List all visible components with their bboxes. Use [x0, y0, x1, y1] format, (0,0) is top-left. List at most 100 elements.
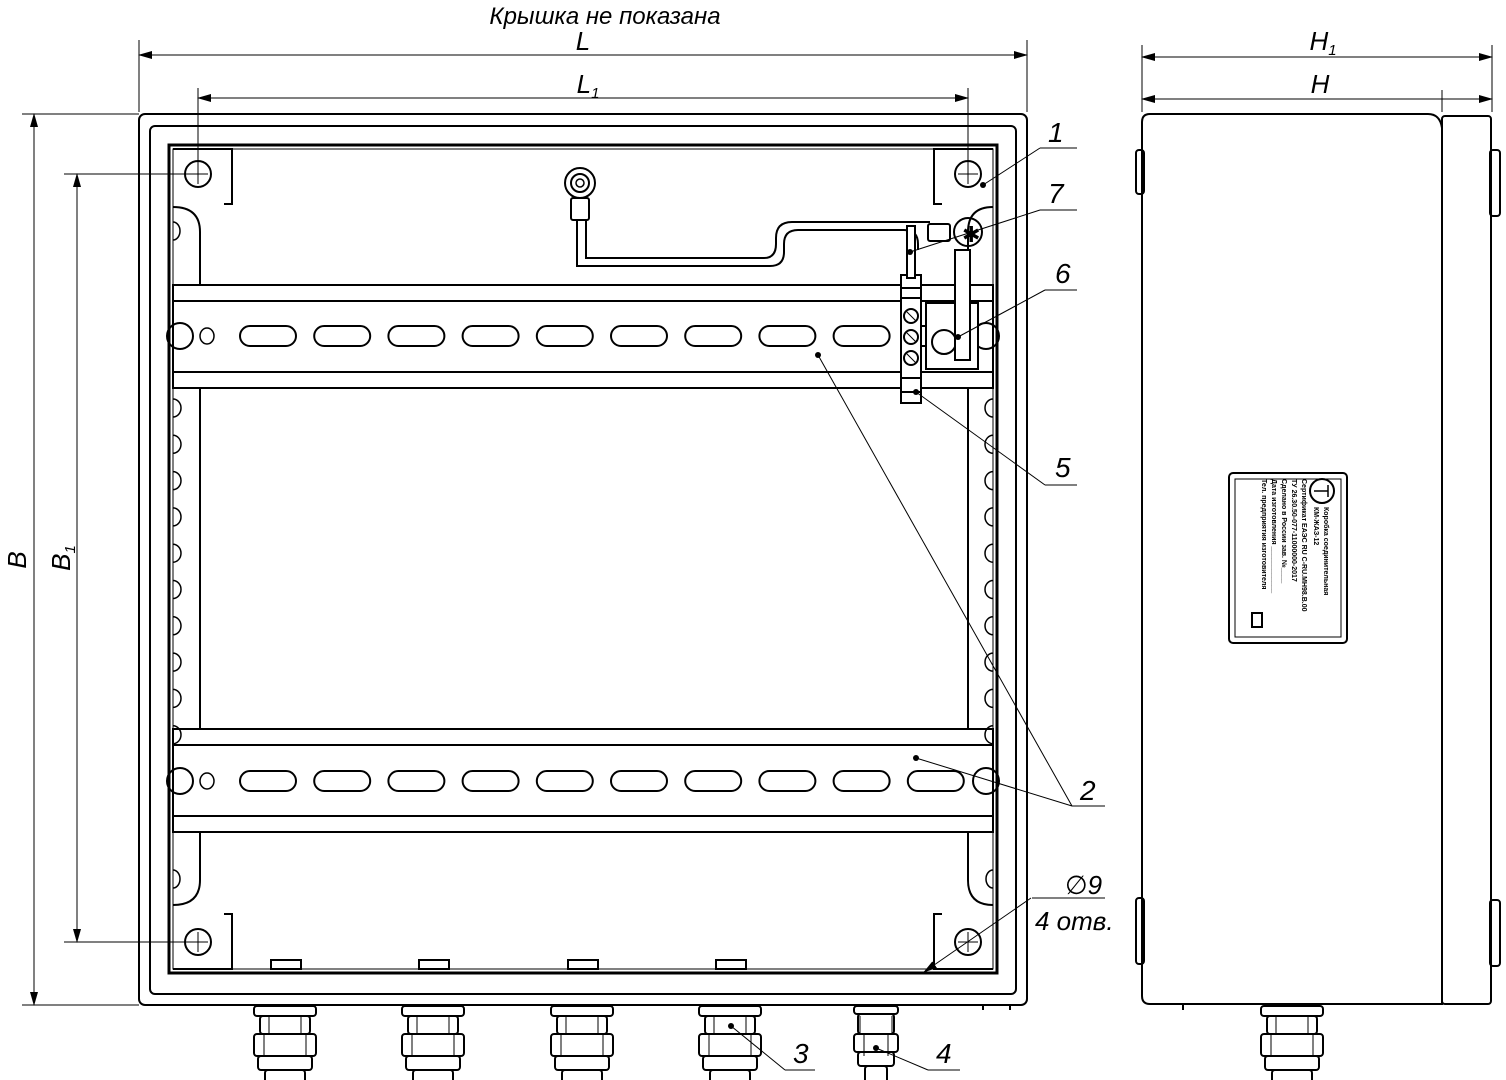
gland-segment — [407, 1015, 459, 1035]
dimension-H-label: H — [1311, 69, 1330, 99]
gland-segment — [401, 1033, 465, 1057]
nameplate: Коробка соединительная КМ-ЖАЗ-12 Сертифи… — [1228, 472, 1348, 644]
din-rail-top — [166, 284, 1000, 389]
din-rail-slot — [758, 770, 817, 792]
perforation-hole — [172, 398, 182, 418]
mounting-plate-left-rail — [172, 206, 201, 906]
gland-segment — [405, 1055, 461, 1071]
callout-5-label: 5 — [1055, 452, 1071, 483]
perforation-hole — [984, 579, 994, 600]
dimension-B: B — [2, 113, 139, 1006]
enclosure-front-view — [138, 113, 1028, 1010]
gland-segment — [259, 1015, 311, 1035]
mounting-pad-top-left — [173, 148, 233, 205]
callout-6-label: 6 — [1055, 258, 1071, 289]
din-rail-slot — [758, 325, 817, 347]
din-rail-bottom — [166, 728, 1000, 833]
perforation-hole — [172, 434, 182, 455]
dimension-L1-subscript: 1 — [591, 85, 599, 102]
gland-segment — [401, 1005, 465, 1017]
din-rail-slot — [610, 325, 668, 347]
din-rail-slot — [535, 325, 594, 347]
perforation-hole — [984, 434, 994, 455]
gland-segment — [1260, 1005, 1324, 1017]
perforation-hole — [984, 507, 994, 527]
din-rail-slot — [610, 770, 668, 792]
gland-segment — [698, 1005, 762, 1017]
din-rail-slot — [684, 770, 743, 792]
cable-gland — [401, 1005, 465, 1080]
svg-text:H1: H1 — [1309, 26, 1336, 59]
mounting-pad-bottom-left — [173, 913, 233, 970]
callout-2: 2 — [815, 352, 1105, 807]
mounting-pad-top-right — [933, 148, 993, 205]
callout-3: 3 — [728, 1023, 815, 1071]
mounting-plate-right-perforation — [984, 398, 994, 745]
cable-gland-side — [1260, 1005, 1324, 1080]
gland-segment — [1264, 1055, 1320, 1071]
dimension-H1-label: H — [1309, 26, 1328, 56]
callout-2-label: 2 — [1079, 775, 1096, 806]
terminal-block — [900, 225, 922, 404]
gland-segment — [264, 1069, 306, 1080]
dimension-L1-label: L — [577, 69, 591, 99]
din-rail-slot — [313, 770, 372, 792]
ground-stud-right: ✱ — [927, 217, 983, 247]
dimension-B1-subscript: 1 — [62, 545, 79, 553]
mounting-pad-bottom-right — [933, 913, 993, 970]
perforation-hole — [172, 543, 182, 563]
svg-text:L1: L1 — [577, 69, 600, 102]
svg-text:Дата изготовления ___________: Дата изготовления ____________ — [1270, 479, 1277, 593]
hole-diameter-label: ∅9 — [1065, 870, 1102, 900]
din-rail-slot — [832, 770, 891, 792]
callout-3-label: 3 — [793, 1038, 809, 1069]
svg-text:✱: ✱ — [962, 222, 980, 247]
gland-segment — [864, 1065, 888, 1080]
din-rail-slot — [313, 325, 372, 347]
gland-segment — [550, 1005, 614, 1017]
gland-segment — [561, 1069, 603, 1080]
perforation-hole — [172, 652, 182, 672]
din-rail-slot — [239, 770, 297, 792]
gland-segment — [853, 1005, 899, 1015]
bottom-tabs — [270, 959, 747, 970]
ground-lug-top — [564, 167, 596, 221]
perforation-hole — [172, 616, 182, 636]
callout-4-label: 4 — [936, 1038, 952, 1069]
cable-gland — [550, 1005, 614, 1080]
perforation-hole — [984, 398, 994, 418]
din-rail-slot — [832, 325, 891, 347]
dimension-B1-label: B — [46, 554, 76, 571]
svg-text:КМ-ЖАЗ-12: КМ-ЖАЗ-12 — [1312, 507, 1319, 545]
gland-segment — [550, 1033, 614, 1057]
perforation-hole — [984, 724, 994, 745]
din-rail-slot — [387, 770, 446, 792]
svg-text:Сертификат ЕАЭС RU C-RU.МН98.: Сертификат ЕАЭС RU C-RU.МН98.В.00 — [1300, 479, 1307, 612]
hole-count-label: 4 отв. — [1035, 906, 1114, 936]
din-rail-slot — [239, 325, 297, 347]
gland-segment — [1260, 1033, 1324, 1057]
perforation-hole — [172, 470, 182, 491]
din-rail-bottom-slots — [239, 770, 965, 792]
gland-segment — [698, 1033, 762, 1057]
callout-7-label: 7 — [1048, 178, 1065, 209]
gland-segment — [709, 1069, 751, 1080]
dimension-B-label: B — [2, 551, 32, 568]
cable-gland — [1260, 1005, 1324, 1080]
gland-segment — [1266, 1015, 1318, 1035]
gland-segment — [1271, 1069, 1313, 1080]
svg-text:ТУ 26.30.50-077-11000000-2017: ТУ 26.30.50-077-11000000-2017 — [1290, 479, 1297, 582]
callout-7: 7 — [907, 178, 1077, 255]
perforation-hole — [984, 470, 994, 491]
gland-segment — [412, 1069, 454, 1080]
callout-1: 1 — [980, 117, 1077, 188]
callout-6: 6 — [955, 258, 1077, 340]
dimension-L-label: L — [576, 26, 590, 56]
gland-segment — [857, 1051, 895, 1067]
din-rail-slot — [461, 325, 520, 347]
perforation-hole — [984, 688, 994, 709]
svg-text:Коробка соединительная: Коробка соединительная — [1322, 507, 1330, 595]
gland-segment — [554, 1055, 610, 1071]
svg-text:B1: B1 — [46, 545, 79, 571]
gland-segment — [257, 1055, 313, 1071]
